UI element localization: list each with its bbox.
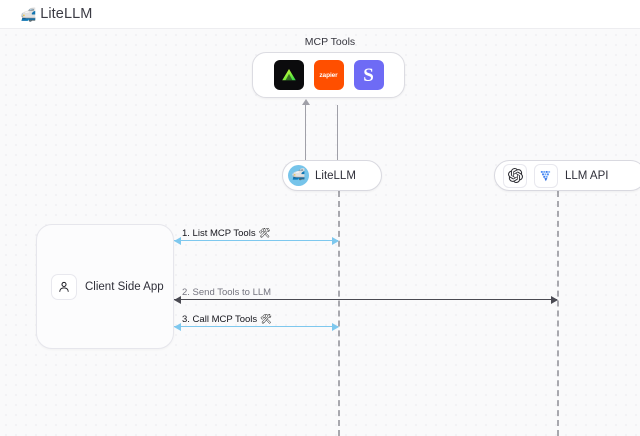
arrowhead-up-icon	[301, 98, 310, 105]
diagram-canvas[interactable]: MCP Tools zapier	[0, 29, 640, 436]
node-llm-api[interactable]: LLM API	[494, 160, 640, 191]
mcp-tools-group[interactable]: zapier S	[252, 52, 405, 98]
message-step-1-label: 1. List MCP Tools 🛠	[182, 228, 270, 239]
top-app-bar: 🚅 LiteLLM	[0, 0, 640, 29]
node-litellm[interactable]: 🚅 LiteLLM	[282, 160, 382, 191]
message-line	[174, 240, 338, 241]
message-step-3-text: 3. Call MCP Tools	[182, 313, 258, 325]
slack-letter-glyph: S	[363, 64, 374, 86]
arrowhead-right-icon	[550, 296, 558, 305]
message-step-2-label: 2. Send Tools to LLM	[182, 287, 271, 298]
anthropic-tool-icon[interactable]	[273, 60, 304, 90]
node-client-side-app-label: Client Side App	[85, 280, 164, 293]
bullet-train-emoji-icon: 🚅	[20, 6, 37, 22]
litellm-train-badge-icon: 🚅	[288, 165, 309, 186]
person-icon	[51, 273, 77, 300]
node-client-side-app[interactable]: Client Side App	[36, 224, 174, 349]
arrowhead-left-icon	[173, 237, 181, 246]
zapier-wordmark: zapier	[319, 71, 338, 79]
app-title: LiteLLM	[40, 6, 93, 22]
mcp-tools-group-title: MCP Tools	[304, 36, 356, 48]
message-line	[174, 326, 338, 327]
message-step-1[interactable]: 1. List MCP Tools 🛠	[173, 219, 339, 246]
openai-logo-icon	[503, 163, 527, 188]
message-line	[174, 299, 557, 300]
lifeline-llm-api	[557, 191, 559, 436]
lifeline-litellm	[338, 191, 340, 436]
message-step-2-text: 2. Send Tools to LLM	[182, 286, 272, 298]
vertex-ai-logo-icon	[534, 163, 558, 188]
arrowhead-left-icon	[173, 296, 181, 305]
hammer-and-wrench-icon: 🛠	[258, 227, 271, 239]
arrowhead-left-icon	[173, 323, 181, 332]
node-llm-api-label: LLM API	[565, 169, 609, 182]
arrow-litellm-to-mcp	[301, 98, 310, 162]
message-step-3[interactable]: 3. Call MCP Tools 🛠	[173, 305, 339, 332]
arrow-mcp-to-litellm	[333, 105, 342, 169]
node-litellm-label: LiteLLM	[315, 169, 356, 182]
message-step-1-text: 1. List MCP Tools	[182, 227, 256, 239]
arrowhead-right-icon	[331, 323, 339, 332]
slack-tool-icon[interactable]: S	[353, 60, 384, 90]
message-step-3-label: 3. Call MCP Tools 🛠	[182, 314, 272, 325]
arrowhead-right-icon	[331, 237, 339, 246]
zapier-tool-icon[interactable]: zapier	[313, 60, 344, 90]
message-step-2[interactable]: 2. Send Tools to LLM	[173, 278, 558, 305]
hammer-and-wrench-icon: 🛠	[259, 313, 272, 325]
